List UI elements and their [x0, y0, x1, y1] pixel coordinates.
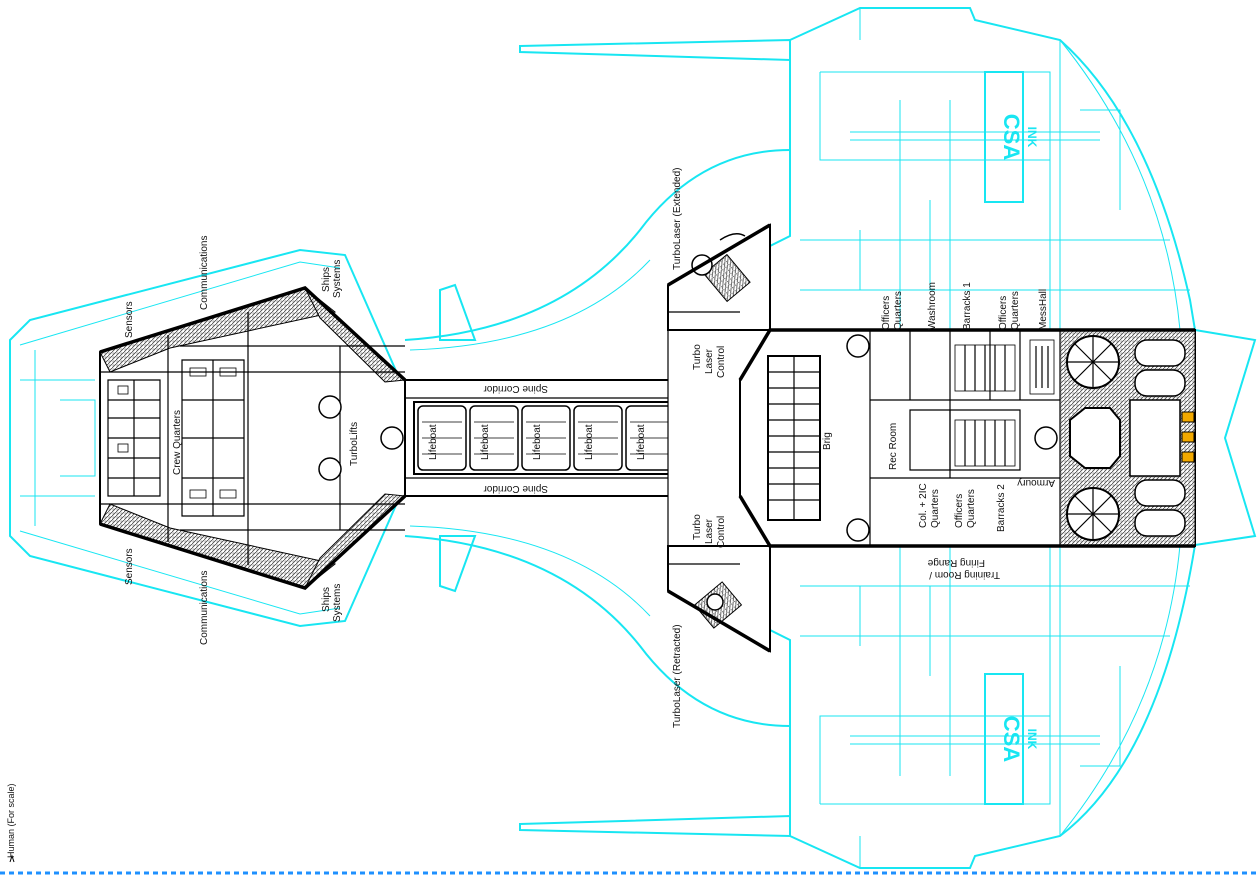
rear-section: [667, 223, 1196, 653]
label-turbolaser-retracted: TurboLaser (Retracted): [672, 624, 683, 728]
label-communications-bottom: Communications: [199, 571, 210, 645]
label-ships-systems-top-2: Systems: [332, 260, 343, 298]
label-armoury: Armoury: [1017, 477, 1055, 488]
logo-small-top: INK: [1025, 127, 1039, 148]
labels: Sensors Sensors Communications Communica…: [6, 168, 1055, 863]
label-sensors-bottom: Sensors: [124, 548, 135, 585]
label-turbo-top-1: Turbo: [692, 344, 703, 370]
label-ships-systems-bottom-2: Systems: [332, 584, 343, 622]
label-turbolaser-extended: TurboLaser (Extended): [672, 168, 683, 270]
label-washroom: Washroom: [927, 282, 938, 330]
logo-csa-top: CSA: [999, 114, 1024, 161]
label-officers-quarters-1a: Officers: [881, 296, 892, 330]
label-crew-quarters: Crew Quarters: [172, 410, 183, 475]
label-spine-corridor-bottom: Spine Corridor: [483, 483, 548, 494]
label-brig: Brig: [822, 432, 833, 450]
label-turbo-bottom-2: Laser: [704, 518, 715, 544]
label-officers-quarters-3b: Quarters: [966, 489, 977, 528]
label-barracks-2: Barracks 2: [996, 484, 1007, 532]
label-sensors-top: Sensors: [124, 301, 135, 338]
label-lifeboat: Lifeboat: [480, 424, 491, 460]
label-turbo-bottom-1: Turbo: [692, 514, 703, 540]
label-ships-systems-top-1: Ships: [321, 267, 332, 292]
label-col-2ic-b: Quarters: [930, 489, 941, 528]
label-rec-room: Rec Room: [888, 423, 899, 470]
label-lifeboat: Lifeboat: [532, 424, 543, 460]
label-turbo-bottom-3: Control: [716, 516, 727, 548]
label-training-room-2: Firing Range: [927, 557, 985, 568]
label-turbolifts: TurboLifts: [349, 422, 360, 466]
label-training-room-1: Training Room /: [929, 569, 1000, 580]
label-human-scale: Human (For scale): [6, 783, 16, 858]
label-officers-quarters-2a: Officers: [998, 296, 1009, 330]
front-section: [99, 286, 407, 590]
label-turbo-top-2: Laser: [704, 348, 715, 374]
logo-bottom: CSA INK: [984, 673, 1039, 805]
label-communications-top: Communications: [199, 236, 210, 310]
label-barracks-1: Barracks 1: [962, 282, 973, 330]
logo-csa-bottom: CSA: [999, 716, 1024, 763]
logo-small-bottom: INK: [1025, 729, 1039, 750]
label-officers-quarters-3a: Officers: [954, 494, 965, 528]
label-lifeboat: Lifeboat: [636, 424, 647, 460]
label-lifeboat: Lifeboat: [428, 424, 439, 460]
label-turbo-top-3: Control: [716, 346, 727, 378]
label-officers-quarters-2b: Quarters: [1010, 291, 1021, 330]
label-col-2ic-a: Col. + 2IC: [918, 483, 929, 528]
label-lifeboat: Lifeboat: [584, 424, 595, 460]
label-officers-quarters-1b: Quarters: [893, 291, 904, 330]
hull-outline: [9, 7, 1257, 869]
label-spine-corridor-top: Spine Corridor: [483, 383, 548, 394]
label-mess-hall: MessHall: [1038, 289, 1049, 330]
logo-top: CSA INK: [984, 71, 1039, 203]
label-ships-systems-bottom-1: Ships: [321, 587, 332, 612]
